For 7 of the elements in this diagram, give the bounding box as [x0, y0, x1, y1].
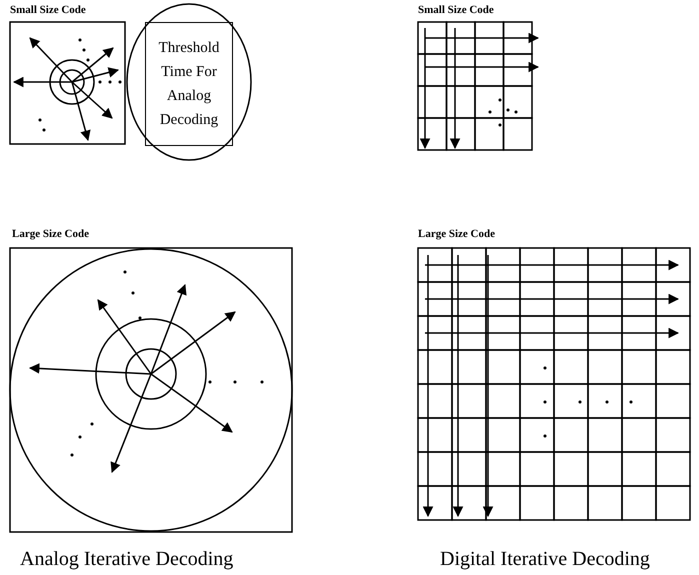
panel-label: Large Size Code: [12, 228, 89, 240]
panel-label: Large Size Code: [418, 228, 495, 240]
figure-caption: Analog Iterative Decoding: [20, 548, 234, 571]
figure-caption: Digital Iterative Decoding: [440, 548, 650, 571]
panel-label: Small Size Code: [418, 4, 494, 16]
panel-label: Small Size Code: [10, 4, 86, 16]
text-box: Threshold Time For Analog Decoding: [145, 22, 233, 146]
